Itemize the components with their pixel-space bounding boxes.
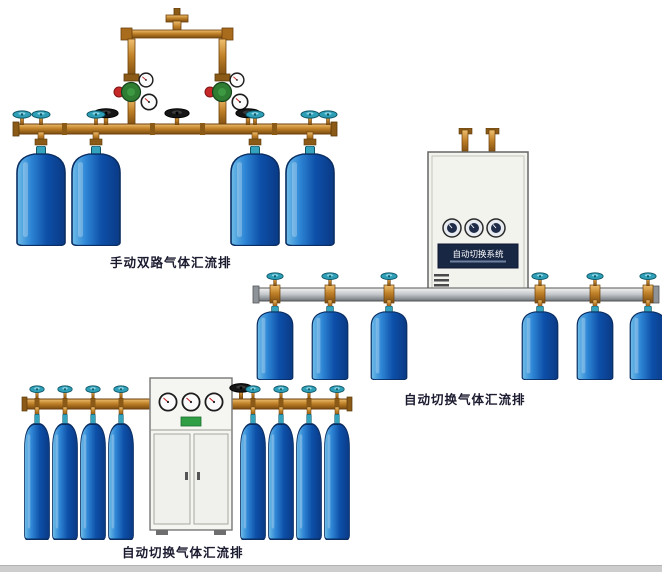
page-bottom-divider (0, 565, 662, 572)
horizontal-manifold-pipe (252, 285, 660, 304)
control-cabinet: 自动切换系统 (427, 128, 529, 294)
valve-handwheel-teal (113, 385, 129, 399)
gas-cylinder (267, 414, 295, 540)
illustration-auto-switch-cabinet (21, 377, 353, 540)
caption-auto-switch-wall: 自动切换气体汇流排 (404, 393, 526, 407)
gas-cylinder (629, 306, 662, 380)
pressure-regulator-right (204, 72, 249, 127)
valve-handwheel-teal (321, 272, 339, 286)
valve-handwheel-teal (29, 385, 45, 399)
gas-cylinder (323, 414, 351, 540)
gas-cylinder (71, 146, 121, 246)
cylinder-connections (272, 299, 651, 309)
illustration-manual-dual-manifold (12, 8, 338, 246)
cabinet-gauge (158, 392, 178, 412)
valve-handwheel-teal (245, 385, 261, 399)
gas-cylinder (107, 414, 135, 540)
cabinet-gauge (181, 392, 201, 412)
cabinet-plate-text: 自动切换系统 (452, 249, 504, 259)
valve-handwheel-teal (380, 272, 398, 286)
gas-cylinder (23, 414, 51, 540)
gas-cylinder (295, 414, 323, 540)
cabinet-gauge (204, 392, 224, 412)
door-handle (197, 472, 200, 480)
gas-cylinder (521, 306, 559, 380)
gas-cylinder (256, 306, 294, 380)
cabinet-green-label (180, 416, 202, 427)
caption-manual-dual-manifold: 手动双路气体汇流排 (110, 256, 232, 270)
door-handle (185, 472, 188, 480)
cabinet-gauges (442, 218, 506, 238)
gas-cylinder (311, 306, 349, 380)
valve-handwheel-teal (300, 110, 320, 125)
control-cabinet (149, 377, 233, 535)
pressure-gauge (140, 93, 158, 111)
valve-handwheel-teal (57, 385, 73, 399)
cabinet-door-left (153, 433, 191, 525)
cabinet-inlet-pipe (488, 129, 496, 154)
pressure-gauge (138, 72, 154, 88)
cabinet-inlet-pipe (461, 129, 469, 154)
gas-cylinder (239, 414, 267, 540)
gas-cylinder (51, 414, 79, 540)
illustration-auto-switch-wall: 自动切换系统 (252, 128, 662, 380)
valve-handwheel-teal (586, 272, 604, 286)
gas-cylinder (16, 146, 66, 246)
valve-handwheel-teal (266, 272, 284, 286)
valve-handwheel-teal (531, 272, 549, 286)
gas-cylinder (370, 306, 408, 380)
drop-pipe-left (127, 38, 136, 78)
valve-handwheel-teal (85, 385, 101, 399)
valve-handwheel-teal (329, 385, 345, 399)
cabinet-name-plate (437, 243, 519, 269)
pressure-gauge (231, 93, 249, 111)
valve-handwheel-black (164, 108, 190, 125)
header-pipe (125, 29, 229, 39)
gas-cylinder (576, 306, 614, 380)
main-manifold-pipe (12, 121, 338, 137)
valve-handwheel-teal (31, 110, 51, 125)
pressure-gauge (229, 72, 245, 88)
valve-handwheel-teal (301, 385, 317, 399)
valve-handwheel-teal (639, 272, 657, 286)
valve-handwheel-teal (273, 385, 289, 399)
pressure-regulator-left (113, 72, 158, 127)
caption-auto-switch-cabinet: 自动切换气体汇流排 (122, 546, 244, 560)
gas-cylinder (79, 414, 107, 540)
header-pipe-assembly (120, 8, 234, 82)
cylinder-connections (34, 131, 317, 146)
drop-pipe-right (218, 38, 227, 78)
